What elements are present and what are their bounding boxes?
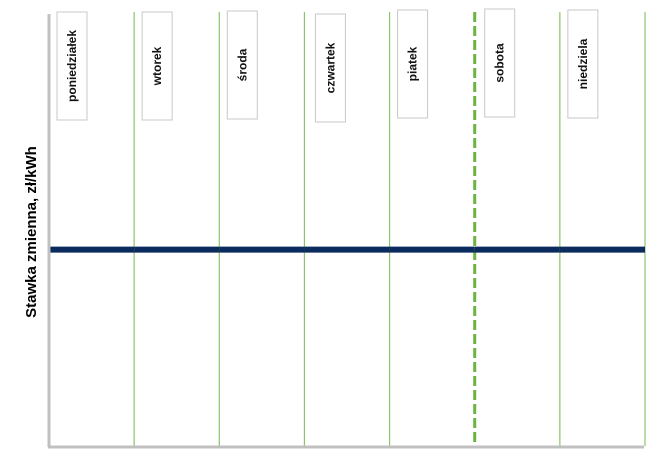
day-label-box xyxy=(484,8,516,118)
day-labels: poniedziałek wtorek środa czwartek piatek sob… xyxy=(56,8,599,123)
day-label-text: czwartek xyxy=(323,42,337,93)
day-label-box xyxy=(397,9,429,119)
day-label-0: poniedziałek xyxy=(56,11,88,121)
day-label-text: wtorek xyxy=(150,46,164,86)
day-label-text: środa xyxy=(235,48,249,81)
day-label-5: sobota xyxy=(484,8,516,118)
day-label-text: poniedziałek xyxy=(65,30,79,102)
day-label-text: sobota xyxy=(493,43,507,83)
day-label-6: niedziela xyxy=(567,9,599,119)
day-label-box xyxy=(567,9,599,119)
day-label-box xyxy=(226,10,258,120)
day-label-box xyxy=(141,11,173,121)
day-label-4: piatek xyxy=(397,9,429,119)
day-label-text: piatek xyxy=(406,46,420,81)
day-label-text: niedziela xyxy=(576,38,590,89)
day-label-3: czwartek xyxy=(314,13,346,123)
y-axis-label: Stawka zmienna, zł/kWh xyxy=(23,146,40,318)
day-dividers xyxy=(133,12,646,446)
day-label-box xyxy=(314,13,346,123)
day-label-box xyxy=(56,11,88,121)
day-label-1: wtorek xyxy=(141,11,173,121)
day-label-2: środa xyxy=(226,10,258,120)
